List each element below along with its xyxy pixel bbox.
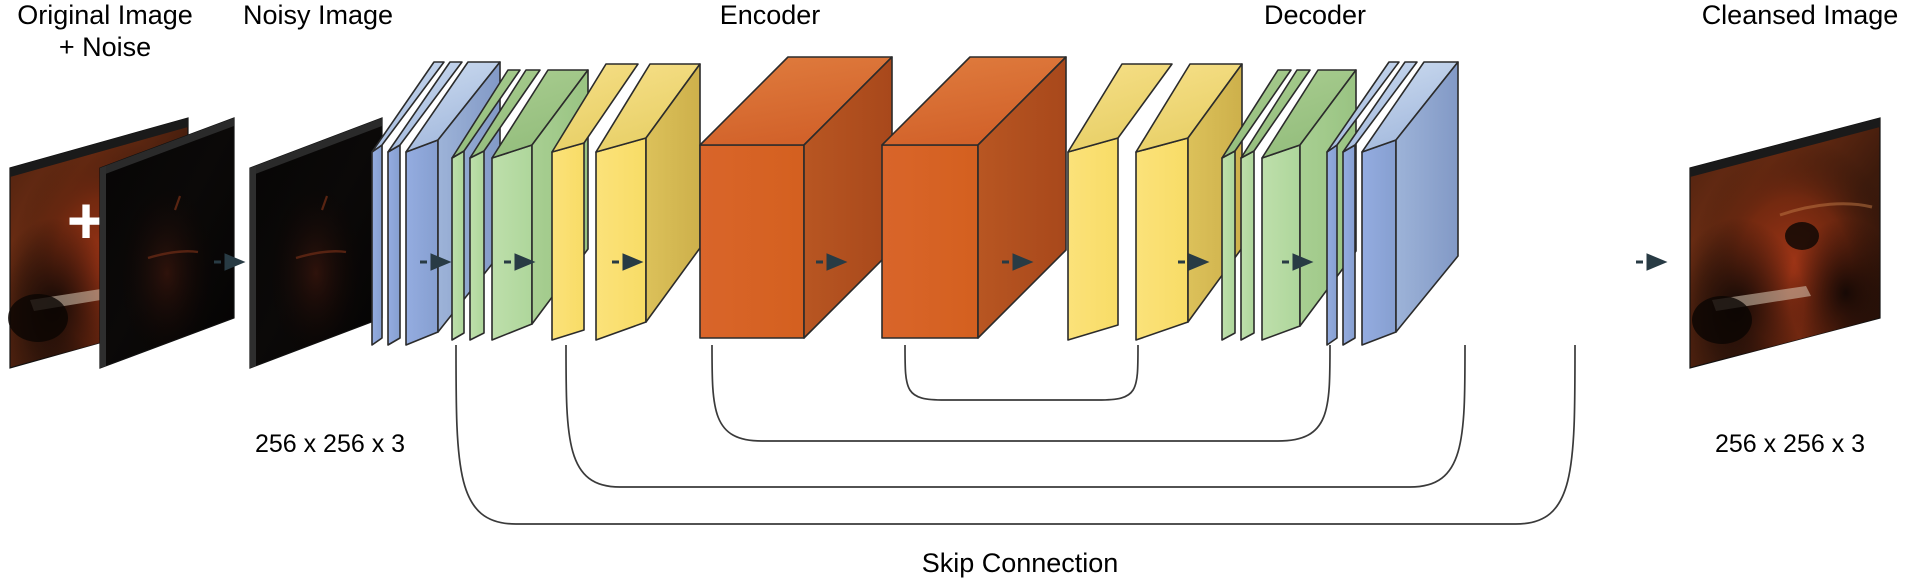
skip-connection-2 (565, 344, 1466, 488)
cleansed-image-panel (1689, 117, 1881, 369)
layer-enc-yellow-1[interactable] (551, 63, 639, 341)
layer-dec-blue-2[interactable] (1342, 61, 1418, 346)
output-dimension-label: 256 x 256 x 3 (1715, 430, 1865, 458)
skip-connection-label: Skip Connection (922, 548, 1119, 578)
layer-dec-green-1[interactable] (1221, 69, 1292, 341)
label-original-image-line1: Original Image (17, 0, 193, 30)
skip-connection-3 (711, 344, 1331, 442)
layer-enc-blue-2[interactable] (387, 61, 463, 346)
layer-enc-green-2[interactable] (469, 69, 541, 341)
label-encoder: Encoder (720, 0, 821, 30)
label-decoder: Decoder (1264, 0, 1366, 30)
layer-enc-green-1[interactable] (451, 69, 521, 341)
layer-dec-yellow-1[interactable] (1067, 63, 1173, 341)
layer-dec-blue-3[interactable] (1361, 61, 1459, 346)
input-dimension-label: 256 x 256 x 3 (255, 430, 405, 458)
skip-connection-1 (455, 344, 1576, 525)
noisy-image-panel (249, 117, 383, 369)
layer-dec-green-2[interactable] (1240, 69, 1311, 341)
plus-icon: + (67, 183, 106, 257)
label-original-image-line2: + Noise (59, 32, 151, 62)
noise-image-panel (99, 117, 235, 369)
skip-connections (455, 344, 1576, 525)
header-labels: Original Image + Noise Noisy Image Encod… (17, 0, 1898, 62)
label-noisy-image: Noisy Image (243, 0, 393, 30)
label-cleansed-image: Cleansed Image (1702, 0, 1899, 30)
layer-enc-orange-2[interactable] (881, 56, 1067, 339)
layer-dec-blue-1[interactable] (1326, 61, 1400, 346)
plus-symbol: + (67, 183, 106, 257)
layer-enc-orange-1[interactable] (699, 56, 893, 339)
layer-enc-yellow-2[interactable] (595, 63, 701, 341)
layer-enc-blue-1[interactable] (371, 61, 445, 346)
skip-connection-4 (904, 344, 1139, 401)
